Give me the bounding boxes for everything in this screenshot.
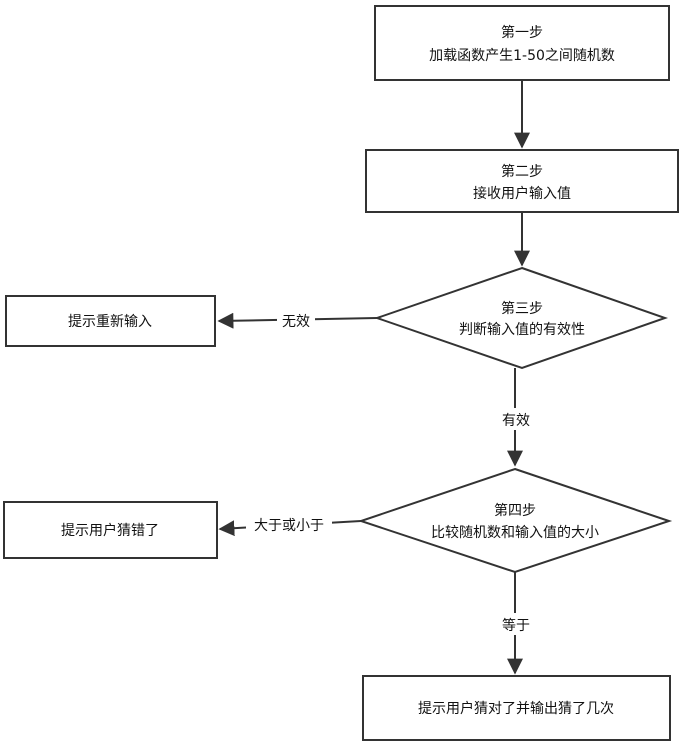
step1-description: 加载函数产生1-50之间随机数 — [429, 48, 615, 64]
step3-title: 第三步 — [501, 300, 543, 317]
reenter-label: 提示重新输入 — [68, 314, 152, 330]
final-node: 提示用户猜对了并输出猜了几次 — [362, 675, 671, 741]
step3-description: 判断输入值的有效性 — [459, 322, 585, 338]
step2-description: 接收用户输入值 — [473, 185, 571, 202]
final-label: 提示用户猜对了并输出猜了几次 — [418, 700, 614, 717]
edge-label-valid: 有效 — [502, 413, 530, 429]
step3-decision-node: 第三步 判断输入值的有效性 — [373, 266, 669, 370]
step4-title: 第四步 — [494, 502, 536, 519]
step4-description: 比较随机数和输入值的大小 — [431, 525, 599, 541]
edge-label-invalid: 无效 — [282, 314, 310, 330]
edge-label-equal: 等于 — [502, 617, 530, 634]
step1-node: 第一步 加载函数产生1-50之间随机数 — [374, 5, 670, 81]
edge-label-greater-or-less: 大于或小于 — [254, 518, 324, 534]
step2-title: 第二步 — [501, 163, 543, 180]
step1-title: 第一步 — [501, 24, 543, 41]
wrong-label: 提示用户猜错了 — [61, 522, 159, 539]
step4-decision-node: 第四步 比较随机数和输入值的大小 — [357, 467, 673, 574]
reenter-node: 提示重新输入 — [5, 295, 216, 347]
step2-node: 第二步 接收用户输入值 — [365, 149, 679, 213]
wrong-node: 提示用户猜错了 — [3, 501, 218, 559]
